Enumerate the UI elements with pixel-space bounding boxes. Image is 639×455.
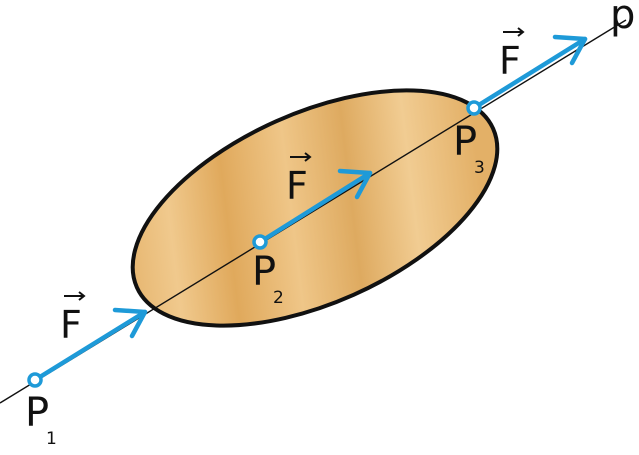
point-label-p2-name: P: [252, 249, 276, 295]
arrowhead-2: [337, 168, 373, 200]
point-p1-marker: [27, 372, 43, 388]
point-label-p1: P 1: [25, 390, 57, 449]
point-p2-marker: [252, 234, 268, 250]
force-label-text-3: F: [499, 39, 521, 83]
vector-arrow-head-1: [78, 291, 86, 301]
force-label-text-2: F: [286, 164, 308, 208]
point-label-p1-name: P: [25, 390, 49, 436]
point-label-p1-sub: 1: [46, 429, 57, 449]
force-vector-1: [32, 307, 148, 383]
point-label-p3: P 3: [453, 119, 485, 178]
point-label-p3-name: P: [453, 119, 477, 165]
force-label-text-1: F: [60, 303, 82, 347]
force-vector-3: [471, 34, 588, 111]
point-label-p2-sub: 2: [273, 288, 284, 308]
vector-arrow-head-2: [304, 152, 312, 162]
vector-arrow-head-3: [517, 27, 525, 37]
force-vector-2: [257, 168, 373, 245]
force-label-1: F: [60, 291, 86, 347]
line-label: p: [610, 0, 635, 38]
point-label-p3-sub: 3: [474, 158, 485, 178]
point-label-p2: P 2: [252, 249, 284, 308]
force-label-3: F: [499, 27, 525, 83]
arrowhead-3: [552, 34, 588, 66]
point-p3-marker: [466, 100, 482, 116]
force-label-2: F: [286, 152, 312, 208]
arrowhead-1: [112, 307, 148, 339]
